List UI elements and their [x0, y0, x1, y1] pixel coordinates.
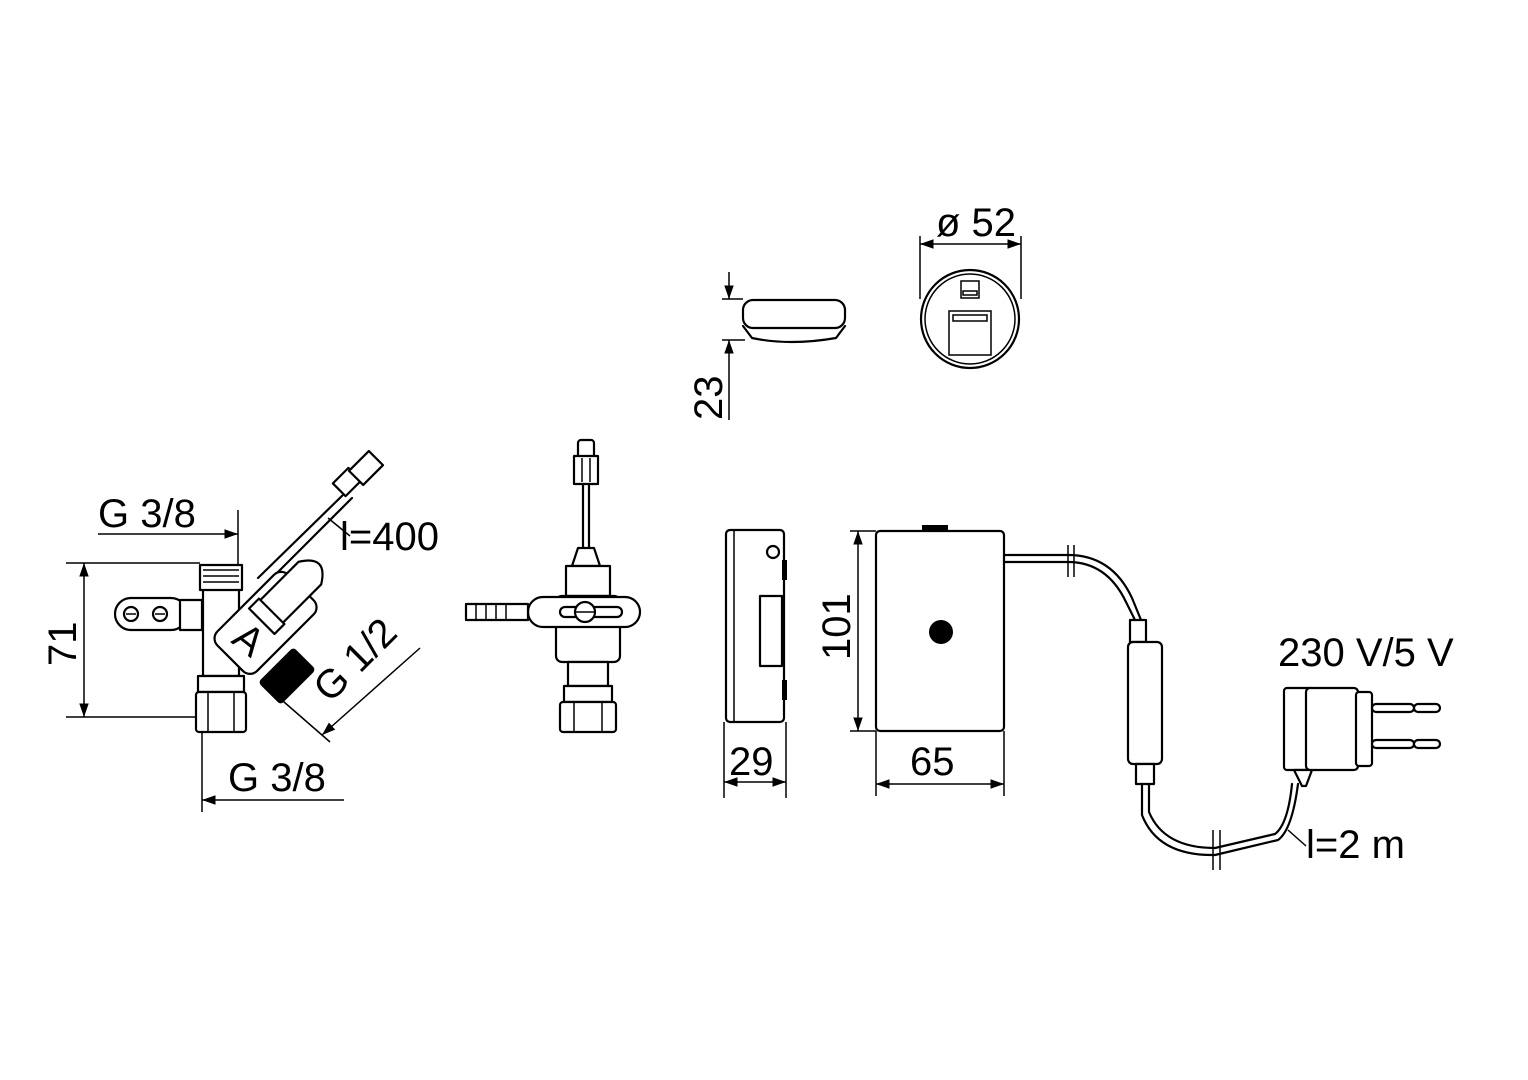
cable-plug-icon: [331, 449, 385, 498]
plug-pins-icon: [1370, 702, 1442, 750]
sensor-height-label: 23: [687, 376, 731, 421]
valve-bottom-thread-label: G 3/8: [228, 756, 326, 800]
sensor-side-view: 23: [687, 272, 847, 421]
box-depth-label: 29: [729, 740, 774, 784]
box-height-label: 101: [815, 593, 859, 660]
valve-cable-length-label: l=400: [340, 515, 439, 559]
power-cable: l=2 m: [1002, 545, 1405, 870]
valve-front-view: [464, 438, 642, 734]
sensor-diameter-label: ø 52: [936, 201, 1016, 245]
valve-top-thread-label: G 3/8: [98, 492, 196, 536]
sensor-front-view: ø 52: [919, 201, 1022, 370]
valve-inlet-thread-label: G 1/2: [305, 610, 405, 710]
box-front-view: 101 65: [815, 525, 1006, 796]
power-supply-label: 230 V/5 V: [1278, 631, 1454, 675]
power-cable-length-label: l=2 m: [1306, 823, 1405, 867]
box-width-label: 65: [910, 740, 955, 784]
power-adapter: 230 V/5 V: [1278, 631, 1454, 788]
valve-side-view: A 71 G 3/8 G 3/8 G 1/2 l=400: [41, 449, 439, 812]
cable-plug-icon: [572, 438, 600, 486]
valve-height-label: 71: [41, 622, 85, 667]
sensor-led-icon: [929, 620, 953, 644]
box-side-view: 29: [723, 528, 787, 798]
